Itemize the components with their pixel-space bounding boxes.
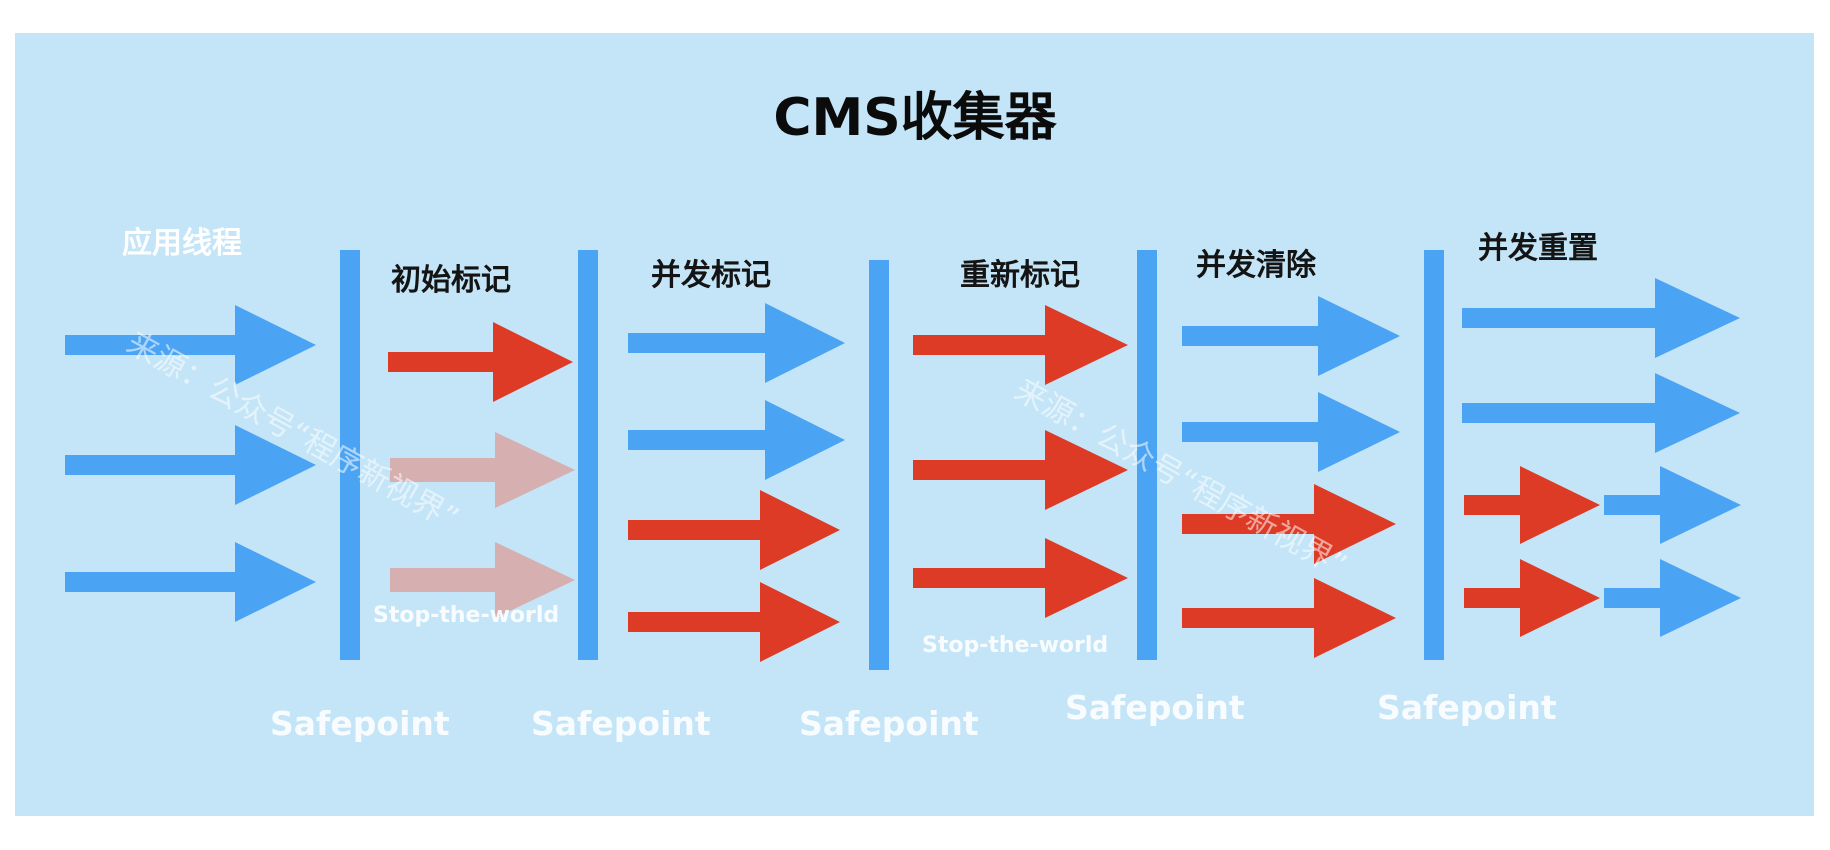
initial-mark-arrows <box>388 322 575 618</box>
gc-arrow <box>1464 466 1600 544</box>
safepoint-label: Safepoint <box>799 704 979 743</box>
phase-label-initial-mark: 初始标记 <box>391 263 511 298</box>
gc-arrow <box>913 430 1128 510</box>
gc-arrow <box>1182 578 1396 658</box>
app-arrow <box>1182 392 1400 472</box>
gc-arrow <box>913 538 1128 618</box>
phase-label-remark: 重新标记 <box>960 258 1080 293</box>
app-arrow <box>1604 466 1741 544</box>
safepoint-line-5 <box>1424 250 1444 660</box>
concurrent-mark-arrows <box>628 303 845 662</box>
remark-arrows <box>913 305 1128 618</box>
safepoint-line-2 <box>578 250 598 660</box>
concurrent-reset-arrows <box>1462 278 1741 637</box>
phase-label-concurrent-sweep: 并发清除 <box>1196 248 1316 283</box>
stop-the-world-label: Stop-the-world <box>373 603 560 628</box>
safepoint-label: Safepoint <box>1065 688 1245 727</box>
phase-label-concurrent-mark: 并发标记 <box>651 258 771 293</box>
app-arrow <box>628 303 845 383</box>
paused-app-arrow <box>390 542 575 618</box>
app-arrow <box>628 400 845 480</box>
diagram-panel <box>15 33 1814 816</box>
app-arrow <box>65 425 316 505</box>
safepoint-line-4 <box>1137 250 1157 660</box>
safepoint-line-1 <box>340 250 360 660</box>
safepoint-lines <box>340 250 1444 670</box>
safepoint-line-3 <box>869 260 889 670</box>
safepoint-label: Safepoint <box>1377 688 1557 727</box>
app-arrow <box>1462 373 1740 453</box>
diagram-title: CMS收集器 <box>773 88 1057 148</box>
app-arrow <box>1462 278 1740 358</box>
gc-arrow <box>1464 559 1600 637</box>
paused-app-arrow <box>390 432 575 508</box>
gc-arrow <box>388 322 573 402</box>
safepoint-label: Safepoint <box>270 704 450 743</box>
stop-the-world-label: Stop-the-world <box>922 633 1109 658</box>
app-arrow <box>65 542 316 622</box>
phase-label-concurrent-reset: 并发重置 <box>1478 231 1598 266</box>
concurrent-sweep-arrows <box>1182 296 1400 658</box>
app-arrow <box>1182 296 1400 376</box>
phase-label-app-threads: 应用线程 <box>122 226 242 261</box>
gc-arrow <box>1182 484 1396 564</box>
app-thread-arrows <box>65 305 316 622</box>
gc-arrow <box>628 582 840 662</box>
app-arrow <box>1604 559 1741 637</box>
gc-arrow <box>913 305 1128 385</box>
gc-arrow <box>628 490 840 570</box>
app-arrow <box>65 305 316 385</box>
safepoint-label: Safepoint <box>531 704 711 743</box>
